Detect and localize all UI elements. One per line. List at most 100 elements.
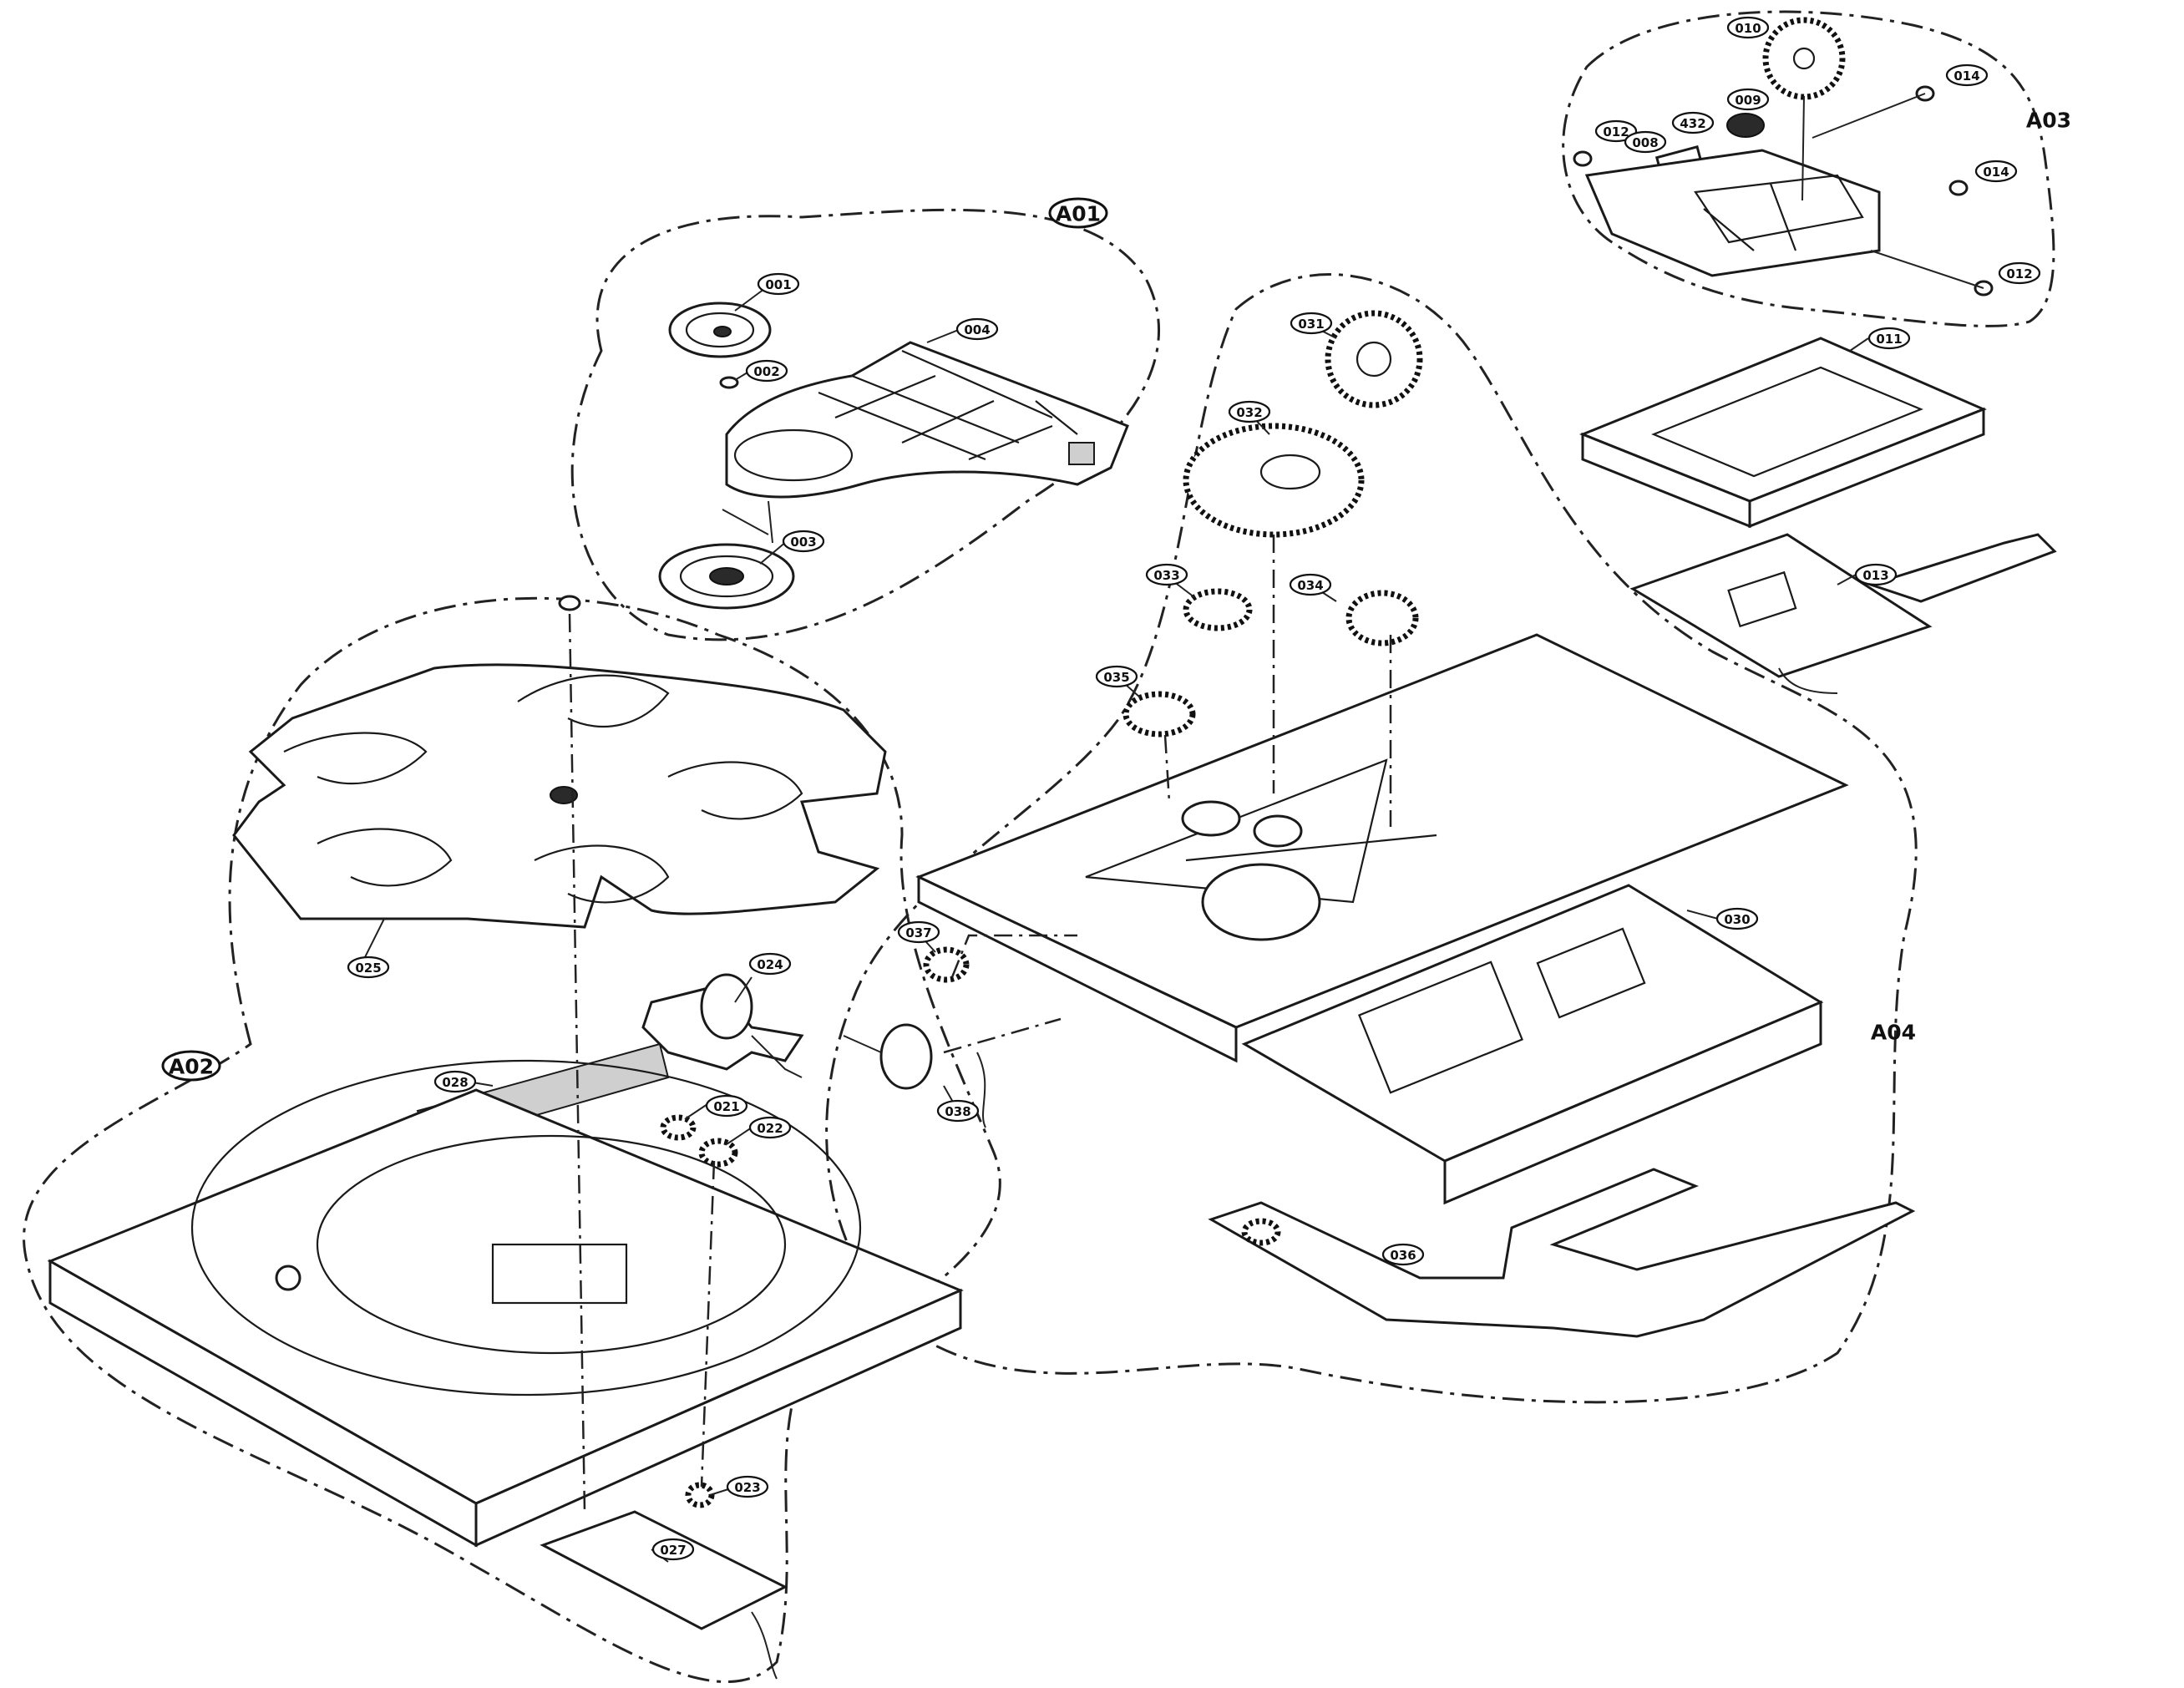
svg-text:030: 030	[1724, 912, 1750, 927]
part-014-screw-b	[1948, 180, 1969, 196]
part-026-center-hub	[550, 786, 578, 804]
part-013-pcb	[1629, 533, 1933, 678]
part-013-flex-tail	[1778, 667, 1838, 694]
part-013-chip	[1727, 570, 1797, 628]
callout-036: 036	[1381, 1243, 1425, 1266]
callout-004: 004	[955, 317, 999, 341]
callout-025: 025	[347, 956, 390, 979]
callout-023: 023	[726, 1475, 769, 1498]
svg-text:034: 034	[1297, 578, 1323, 593]
svg-text:014: 014	[1983, 165, 2009, 180]
part-036-flex-pcb	[1208, 1168, 1916, 1338]
part-004-clip	[1068, 442, 1095, 465]
part-023-gear	[685, 1482, 715, 1508]
part-chassis-turntable-outer	[190, 1059, 862, 1397]
part-022-gear	[698, 1138, 738, 1168]
a02-vertical-axis-1	[568, 613, 586, 1513]
part-001-inner-ring	[685, 312, 755, 348]
svg-text:432: 432	[1680, 116, 1705, 131]
callout-014-b: 014	[1974, 160, 2018, 183]
part-013-flex-cable	[1867, 533, 2057, 603]
part-030-loading-tray-front	[1443, 1000, 1822, 1205]
part-030-gear-post-3	[1201, 863, 1321, 941]
callout-014-a: 014	[1945, 63, 1989, 87]
svg-text:011: 011	[1876, 332, 1902, 347]
group-label-a04: A04	[1871, 1021, 1916, 1045]
part-004-tray-arm	[725, 341, 1129, 499]
svg-text:004: 004	[964, 322, 990, 337]
callout-024: 024	[748, 952, 792, 976]
a04-parts	[843, 310, 1916, 1338]
callout-432: 432	[1671, 111, 1715, 134]
a01-parts	[658, 302, 1129, 610]
part-010-hub	[1792, 47, 1816, 70]
svg-text:038: 038	[945, 1104, 970, 1119]
part-026-disc-slot-2	[517, 674, 670, 728]
callout-038: 038	[936, 1099, 980, 1123]
part-026-disc-slot-3	[667, 761, 803, 820]
callout-028: 028	[433, 1070, 477, 1093]
callout-021: 021	[705, 1094, 748, 1118]
part-003-hub	[709, 567, 744, 585]
callout-010: 010	[1726, 16, 1770, 39]
svg-text:021: 021	[713, 1099, 739, 1114]
svg-text:037: 037	[905, 925, 931, 940]
part-030-gear-post-1	[1181, 800, 1241, 837]
part-011-frame-side	[1748, 407, 1985, 529]
a04-axis-013-cable	[943, 1017, 1062, 1054]
part-001-hub	[713, 326, 732, 337]
part-chassis-boss	[275, 1265, 302, 1291]
part-033-gear	[1183, 588, 1253, 631]
part-032-inner	[1259, 454, 1321, 490]
part-038-motor	[879, 1023, 933, 1090]
part-a03-mechanism-detail	[1694, 174, 1864, 251]
part-030-gear-post-2	[1253, 814, 1303, 848]
svg-text:028: 028	[442, 1075, 468, 1090]
svg-text:014: 014	[1953, 68, 1979, 84]
group-boundary-a04	[825, 273, 1918, 1404]
a01-axis	[722, 500, 773, 544]
svg-text:009: 009	[1735, 93, 1761, 108]
callout-012-b: 012	[1998, 261, 2041, 285]
callout-009: 009	[1726, 88, 1770, 111]
callout-027: 027	[651, 1538, 695, 1561]
part-026-disc-slot-5	[534, 844, 670, 904]
group-label-a02-text: A02	[169, 1055, 214, 1079]
part-027-wire	[751, 1611, 778, 1680]
a03-axis-010	[1801, 95, 1805, 201]
part-034-gear	[1345, 590, 1419, 646]
part-024-leads	[751, 1035, 803, 1078]
part-027-pcb	[540, 1510, 788, 1630]
a03-sub-parts	[1578, 337, 2057, 694]
svg-text:010: 010	[1735, 21, 1761, 36]
part-004-ribs	[818, 349, 1078, 461]
callout-002: 002	[745, 359, 788, 383]
a03-leader-012b	[1870, 250, 1984, 289]
callout-033: 033	[1145, 563, 1188, 586]
group-label-a01-text: A01	[1056, 202, 1101, 226]
group-label-a04-text: A04	[1871, 1021, 1916, 1045]
svg-text:032: 032	[1236, 405, 1262, 420]
part-038-wire	[976, 1052, 986, 1128]
part-026-top-pin	[558, 595, 581, 611]
svg-text:025: 025	[355, 961, 381, 976]
group-label-a02: A02	[161, 1050, 221, 1082]
group-boundary-a01	[570, 208, 1160, 641]
svg-text:023: 023	[734, 1480, 760, 1495]
a03-leader-014a	[1812, 93, 1926, 139]
callout-034: 034	[1289, 573, 1332, 596]
group-boundary-a03	[1562, 10, 2055, 327]
svg-text:003: 003	[790, 535, 816, 550]
svg-text:036: 036	[1390, 1248, 1416, 1263]
a04-axis-037	[950, 934, 1077, 978]
group-label-a01: A01	[1048, 197, 1108, 229]
a02-parts	[47, 595, 964, 1680]
callout-001: 001	[757, 272, 800, 296]
part-036-small-gear	[1241, 1218, 1281, 1246]
part-026-disc-slot-1	[283, 732, 428, 785]
part-031-hub	[1355, 341, 1392, 378]
svg-text:027: 027	[660, 1543, 686, 1558]
svg-text:013: 013	[1862, 568, 1888, 583]
group-label-a03-text: A03	[2026, 109, 2071, 133]
